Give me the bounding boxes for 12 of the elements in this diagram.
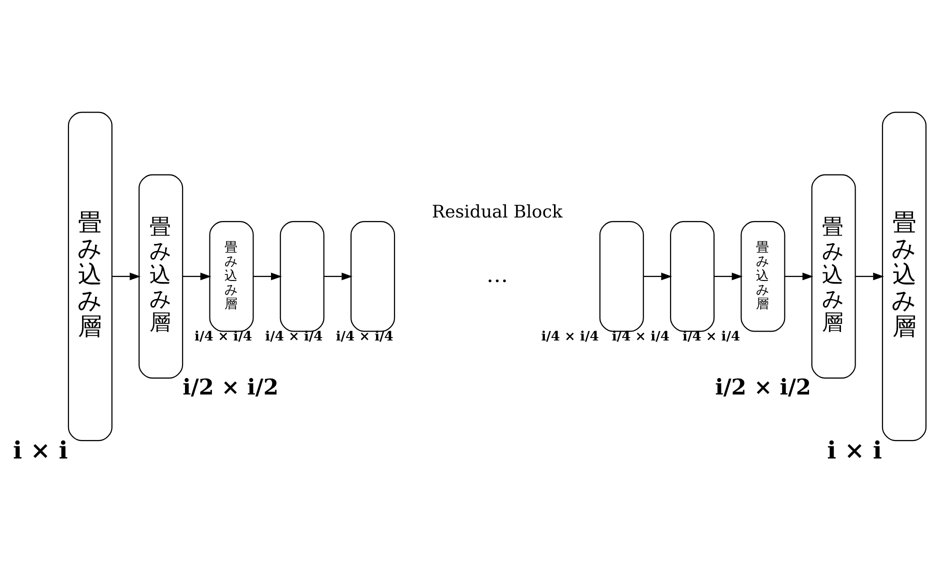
node-label: i/4 × i/4 <box>336 330 394 345</box>
node-label: i/2 × i/2 <box>182 375 278 400</box>
node-label: i/4 × i/4 <box>194 330 252 345</box>
node-label: i × i <box>13 436 68 465</box>
node-label: i/4 × i/4 <box>612 330 670 345</box>
node-label: i/2 × i/2 <box>715 375 812 400</box>
node-label: i/4 × i/4 <box>682 330 740 345</box>
label: Residual Block <box>432 202 563 223</box>
node-label: i/4 × i/4 <box>541 330 599 345</box>
node-label: i × i <box>827 436 882 465</box>
node-label: i/4 × i/4 <box>265 330 323 345</box>
label: … <box>486 262 508 288</box>
